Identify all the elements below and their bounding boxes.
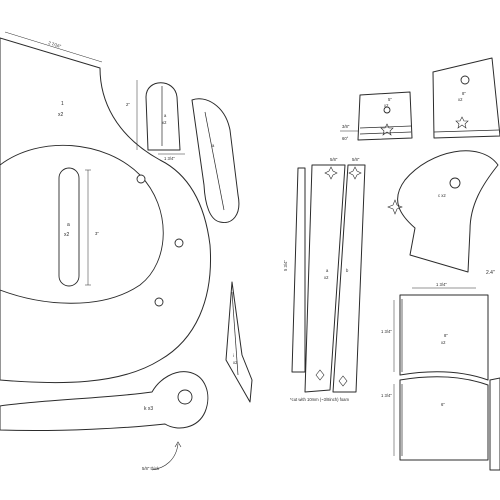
- block-large-piece: 8" x2: [432, 57, 500, 139]
- block-small-piece: 5" x2 3/8" 60°: [340, 91, 413, 141]
- star-icon: [380, 123, 394, 136]
- block-large-id-label: 8": [462, 91, 466, 96]
- body-hole: [136, 174, 146, 184]
- strip-a-qty-label: x2: [324, 275, 329, 280]
- panel-pieces: 8" x2 1 3/4" 1 3/4" 6" 1 3/4": [381, 282, 500, 471]
- panel-bottom-height-label: 1 3/4": [381, 393, 392, 398]
- hook-outline: [397, 150, 499, 273]
- block-small-id-label: 5": [388, 97, 392, 102]
- block-small-angle-label: 60°: [342, 136, 349, 141]
- arm-hole: [177, 389, 193, 405]
- blade-left-qty-label: x2: [162, 120, 167, 125]
- block-large-hole: [460, 75, 470, 85]
- body-hole: [174, 238, 184, 248]
- spike-piece: i x2: [225, 281, 253, 403]
- foam-note: *cut with 10mm (~3/8inch) foam: [290, 397, 350, 402]
- arm-thickness-label: 5/8" thick: [142, 466, 160, 471]
- diamond-icon: [315, 369, 325, 381]
- block-large-outline: [432, 57, 500, 139]
- body-qty-label: x2: [58, 112, 64, 118]
- hook-id-label: c x2: [438, 193, 446, 198]
- arm-piece: k x3 5/8" thick: [0, 371, 209, 471]
- blade-left-height-label: 2": [126, 102, 130, 107]
- blade-right-outline: [191, 98, 240, 224]
- blade-right-id-label: a: [212, 143, 215, 148]
- panel-top-qty-label: x2: [441, 340, 446, 345]
- body-width-label: 2 7/16": [48, 40, 63, 49]
- panel-top-id-label: 8": [444, 333, 448, 338]
- sparkle-icon: [324, 166, 338, 180]
- strip-b-width-label: 5/8": [352, 157, 360, 162]
- center-qty-label: x2: [64, 232, 70, 238]
- spike-outline: [225, 281, 253, 403]
- body-inner-oval: [0, 144, 164, 304]
- body-hole: [154, 297, 164, 307]
- panel-edge-outline: [489, 377, 500, 471]
- arm-id-label: k x3: [144, 406, 153, 412]
- star-icon: [455, 116, 469, 129]
- diamond-icon: [338, 375, 348, 387]
- blade-left-id-label: a: [164, 113, 167, 118]
- panel-bottom-id-label: 6": [441, 402, 445, 407]
- center-id-label: a: [67, 222, 70, 228]
- hook-size-label: 2.4": [486, 270, 495, 276]
- body-piece: 2 7/16" 1 x2 a x2 3": [0, 31, 212, 384]
- block-small-qty-label: x2: [384, 103, 389, 108]
- panel-top-width-label: 1 3/4": [436, 282, 447, 287]
- blade-gap-label: 1 3/4": [164, 156, 175, 161]
- panel-bottom-outline: [399, 376, 489, 461]
- strip-height-label: 5 3/4": [283, 260, 288, 271]
- center-slot: [58, 167, 80, 287]
- block-small-hole: [383, 106, 391, 114]
- sparkle-icon: [387, 199, 403, 215]
- panel-top-height-label: 1 3/4": [381, 329, 392, 334]
- blade-left-outline: [145, 82, 181, 151]
- sparkle-icon: [348, 166, 362, 180]
- block-large-qty-label: x2: [458, 97, 463, 102]
- spike-qty-label: x2: [233, 360, 238, 365]
- hook-piece: c x2 2.4": [387, 150, 499, 276]
- blade-pieces: a x2 2" 1 3/4" a: [126, 80, 240, 224]
- strip-a-width-label: 5/8": [330, 157, 338, 162]
- center-length-label: 3": [95, 231, 99, 236]
- block-small-bevel-label: 3/8": [342, 124, 350, 129]
- arm-outline: [0, 371, 209, 432]
- strip-a-id-label: a: [326, 268, 329, 273]
- strip-a: [304, 164, 346, 393]
- strip-b-id-label: b: [346, 268, 349, 273]
- hook-hole: [449, 177, 461, 189]
- block-small-outline: [357, 91, 413, 141]
- panel-top-outline: [399, 294, 489, 381]
- strip-pieces: 5/8" 5/8" a x2 b 5 3/4" *cut with 10mm (…: [283, 157, 366, 402]
- body-id-label: 1: [61, 101, 64, 107]
- spike-id-label: i: [233, 353, 234, 358]
- strip-b: [332, 164, 366, 393]
- strip-outer: [291, 167, 306, 373]
